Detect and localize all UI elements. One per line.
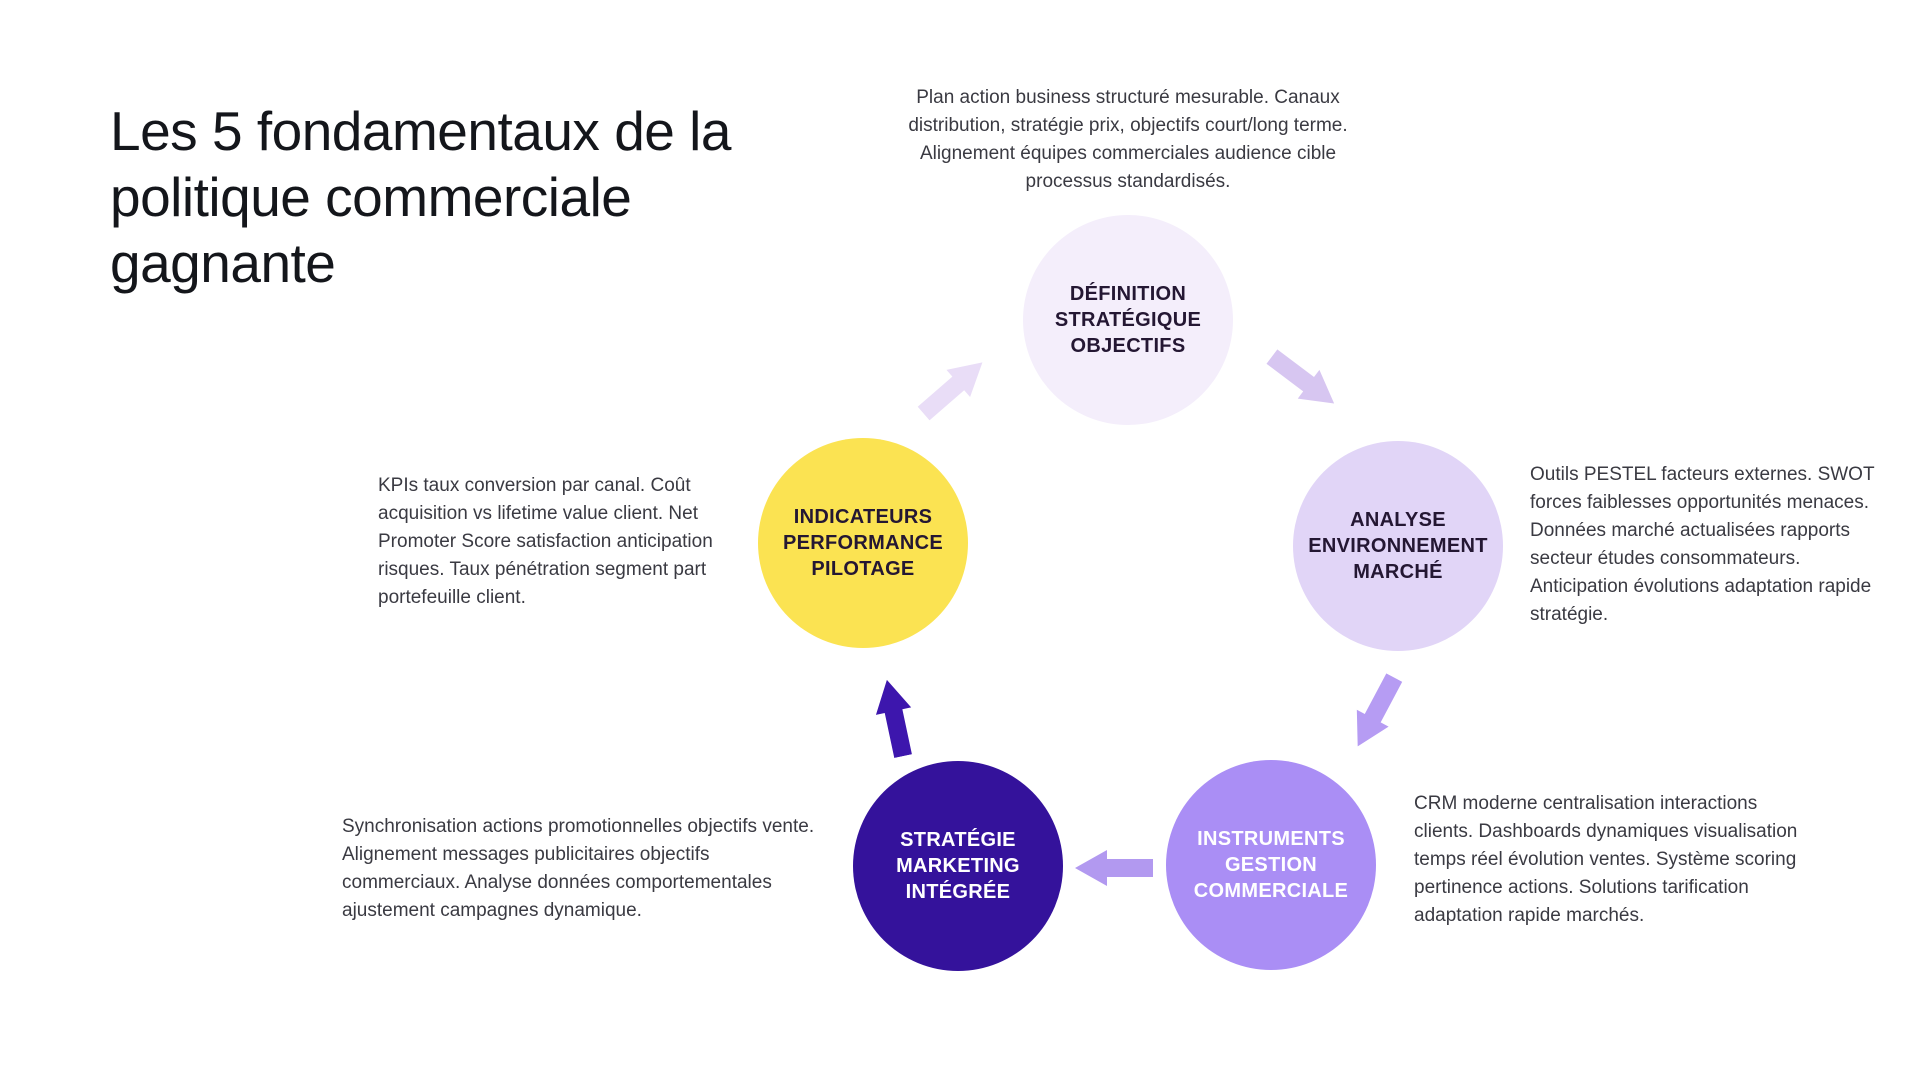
cycle-step-definition-label: DÉFINITION STRATÉGIQUE OBJECTIFS [1054, 283, 1202, 357]
cycle-step-indicateurs: INDICATEURS PERFORMANCE PILOTAGE [758, 438, 968, 648]
cycle-step-analyse-label: ANALYSE ENVIRONNEMENT MARCHÉ [1308, 509, 1488, 583]
cycle-step-strategie-label: STRATÉGIE MARKETING INTÉGRÉE [896, 829, 1020, 903]
cycle-step-definition: DÉFINITION STRATÉGIQUE OBJECTIFS [1023, 215, 1233, 425]
cycle-step-instruments-label: INSTRUMENTS GESTION COMMERCIALE [1193, 828, 1349, 902]
step-description-instruments: CRM moderne centralisation interactions … [1414, 793, 1798, 926]
arrow-indicateurs-to-definition-icon [909, 346, 997, 430]
page-title: Les 5 fondamentaux de la politique comme… [110, 100, 731, 294]
cycle-step-strategie: STRATÉGIE MARKETING INTÉGRÉE [853, 761, 1063, 971]
arrow-instruments-to-strategie-icon [1075, 846, 1153, 890]
arrow-analyse-to-instruments-icon [1338, 667, 1413, 757]
step-description-indicateurs: KPIs taux conversion par canal. Coût acq… [378, 475, 713, 608]
cycle-step-indicateurs-label: INDICATEURS PERFORMANCE PILOTAGE [783, 506, 943, 580]
cycle-step-instruments: INSTRUMENTS GESTION COMMERCIALE [1166, 760, 1376, 970]
step-description-analyse: Outils PESTEL facteurs externes. SWOT fo… [1530, 464, 1875, 625]
step-description-definition: Plan action business structuré mesurable… [908, 87, 1348, 192]
cycle-step-analyse: ANALYSE ENVIRONNEMENT MARCHÉ [1293, 441, 1503, 651]
arrow-strategie-to-indicateurs-icon [865, 675, 924, 760]
step-description-strategie: Synchronisation actions promotionnelles … [342, 816, 815, 921]
arrow-definition-to-analyse-icon [1259, 339, 1348, 421]
